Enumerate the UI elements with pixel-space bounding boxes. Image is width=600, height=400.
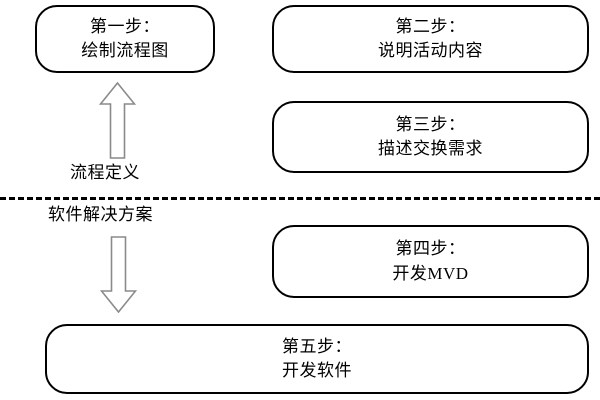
label-process-definition: 流程定义 [70,163,140,182]
arrow-down-icon [100,236,137,313]
step-box-1[interactable]: 第一步： 绘制流程图 [35,5,215,73]
step-box-4-line1: 第四步： [395,239,466,259]
step-box-5-line1: 第五步： [282,336,352,356]
section-divider [0,197,600,200]
step-box-3-line2: 描述交换需求 [378,139,483,158]
step-box-2[interactable]: 第二步： 说明活动内容 [272,5,589,73]
arrow-up-icon [99,82,136,159]
step-box-2-line2: 说明活动内容 [378,41,483,60]
step-box-3[interactable]: 第三步： 描述交换需求 [272,101,589,173]
step-box-4-line2: 开发MVD [392,263,469,283]
step-box-4[interactable]: 第四步： 开发MVD [272,225,589,298]
step-box-1-line2: 绘制流程图 [81,41,169,60]
step-box-1-line1: 第一步： [90,16,160,36]
step-box-3-line1: 第三步： [395,114,466,134]
step-box-2-line1: 第二步： [395,16,466,36]
step-box-5-line2: 开发软件 [282,361,352,380]
step-box-5[interactable]: 第五步： 开发软件 [45,324,589,394]
label-software-solution: 软件解决方案 [48,205,153,224]
